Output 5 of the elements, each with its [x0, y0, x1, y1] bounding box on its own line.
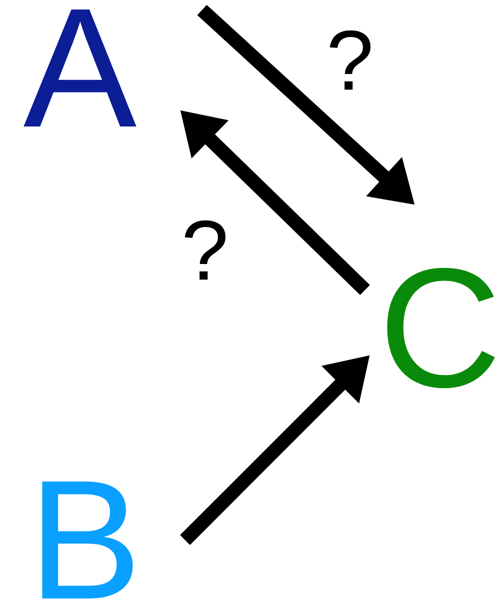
- letter-label: B: [42, 482, 133, 598]
- letter-label: C: [387, 268, 495, 388]
- edge-label: ?: [330, 30, 370, 90]
- letter-label: A: [24, 10, 136, 126]
- edge-label: ?: [184, 220, 226, 280]
